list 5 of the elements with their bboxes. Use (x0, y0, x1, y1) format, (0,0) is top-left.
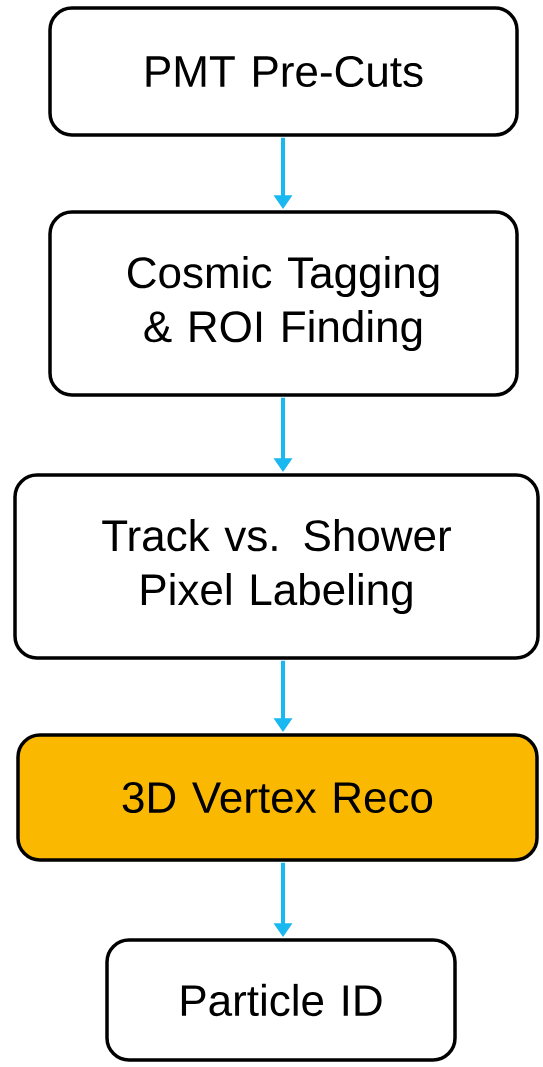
process-box: Track vs. Shower Pixel Labeling (13, 473, 540, 660)
process-box: Cosmic Tagging & ROI Finding (48, 210, 519, 397)
process-box: 3D Vertex Reco (16, 733, 539, 862)
process-box: Particle ID (105, 938, 457, 1062)
process-box: PMT Pre-Cuts (48, 6, 519, 137)
